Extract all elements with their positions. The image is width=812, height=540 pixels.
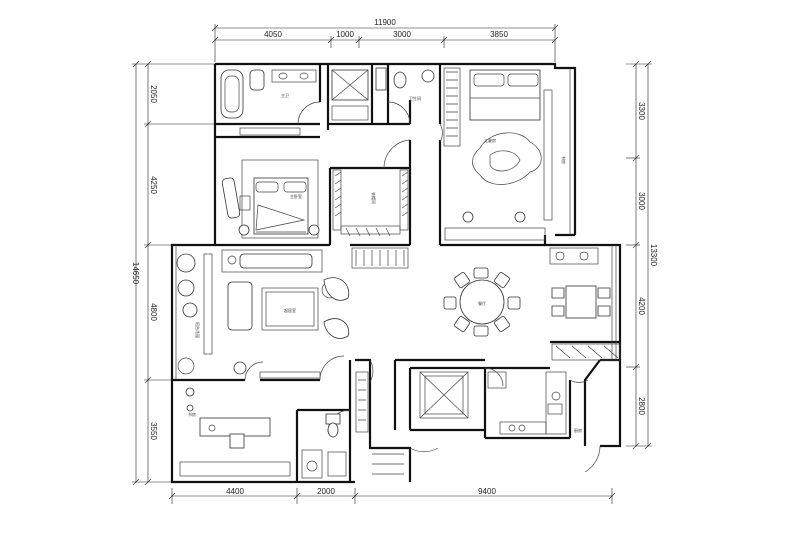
kitchen-furniture <box>487 371 567 435</box>
top-dimension-lines <box>211 24 559 62</box>
label-study-tag: 书房 <box>561 156 567 164</box>
dim-top-2: 1000 <box>336 30 354 39</box>
dim-bottom-1: 4400 <box>226 487 244 496</box>
label-master-bedroom: 主卧室 <box>290 193 302 199</box>
study-furniture <box>179 417 291 477</box>
right-dimension-lines <box>626 60 652 450</box>
label-study-room: 书房 <box>188 411 196 417</box>
label-living-room: 起居室 <box>284 307 296 313</box>
label-walk-in-closet: 衣帽间 <box>371 192 377 204</box>
label-bath2: 卫生间 <box>409 95 421 101</box>
dim-right-4: 2800 <box>637 397 646 415</box>
corridor-cabinets <box>351 247 409 269</box>
guest-bath <box>301 413 347 479</box>
label-master-bath: 主卫 <box>281 92 289 98</box>
dining-furniture <box>443 247 621 361</box>
dim-top-total: 11900 <box>374 18 396 27</box>
dim-left-total: 14650 <box>131 262 140 285</box>
exterior-walls <box>170 62 622 484</box>
label-balcony: 阳台花园 <box>195 322 201 338</box>
dim-left-3: 4800 <box>149 303 158 321</box>
walk-in-closet <box>332 169 409 237</box>
dim-right-total: 13300 <box>649 244 658 267</box>
living-room-furniture <box>221 249 350 379</box>
label-kitchen-tag: 厨房 <box>574 427 582 433</box>
dim-bottom-3: 9400 <box>478 487 496 496</box>
bottom-dimension-lines <box>168 488 616 504</box>
dim-top-3: 3000 <box>393 30 411 39</box>
label-bedroom2: 儿童房 <box>484 137 496 143</box>
dim-right-1: 3300 <box>637 102 646 120</box>
dim-top-1: 4050 <box>264 30 282 39</box>
window-marks <box>175 68 617 380</box>
bedroom2-furniture <box>443 67 553 241</box>
dim-left-4: 3550 <box>149 422 158 440</box>
left-dimension-lines <box>132 60 215 486</box>
dim-bottom-2: 2000 <box>317 487 335 496</box>
elevator-core <box>355 371 469 475</box>
label-dining-room: 餐厅 <box>478 300 486 306</box>
dim-top-4: 3850 <box>490 30 508 39</box>
door-swings <box>244 101 601 473</box>
dim-left-1: 2050 <box>149 85 158 103</box>
dim-right-3: 4200 <box>637 297 646 315</box>
balcony-furniture <box>176 253 213 412</box>
master-bedroom-furniture <box>221 159 320 239</box>
dim-right-2: 3000 <box>637 192 646 210</box>
master-bath <box>220 67 435 136</box>
dim-left-2: 4250 <box>149 176 158 194</box>
interior-walls <box>172 64 620 482</box>
